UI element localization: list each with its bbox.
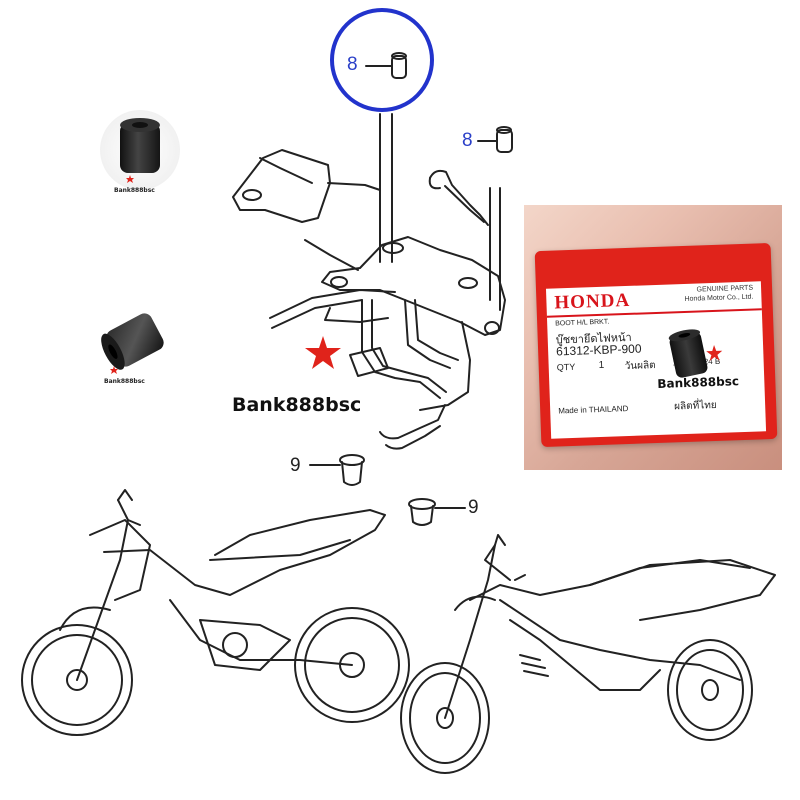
- motorcycle-right: [400, 534, 776, 774]
- package-label: HONDA GENUINE PARTS Honda Motor Co., Ltd…: [545, 281, 767, 439]
- bushing-9-right: [408, 498, 466, 526]
- bushing-9-left: [309, 454, 365, 486]
- motorcycle-left: [21, 489, 410, 736]
- callout-9-left: 9: [290, 455, 301, 476]
- thumbnail-caption: Bank888bsc: [104, 378, 145, 385]
- bushing-8-top: [365, 52, 407, 79]
- package-bushing: [668, 329, 723, 378]
- bushing-photo-upright: [100, 110, 180, 190]
- bushing-8-right: [477, 126, 513, 153]
- callout-8-right: 8: [462, 130, 473, 151]
- bushing-photo-tilted: [101, 313, 164, 374]
- package-photo: HONDA GENUINE PARTS Honda Motor Co., Ltd…: [524, 205, 782, 470]
- package-bag: HONDA GENUINE PARTS Honda Motor Co., Ltd…: [534, 242, 778, 448]
- product-thumbnail-bottom: Bank888bsc: [88, 300, 183, 390]
- product-thumbnail-top: Bank888bsc: [100, 105, 180, 200]
- callout-9-right: 9: [468, 497, 479, 518]
- red-star-marker: [305, 336, 341, 369]
- highlight-circle: [330, 8, 434, 112]
- watermark-text: Bank888bsc: [232, 394, 362, 416]
- thumbnail-caption: Bank888bsc: [114, 187, 155, 194]
- callout-8-top: 8: [347, 54, 358, 75]
